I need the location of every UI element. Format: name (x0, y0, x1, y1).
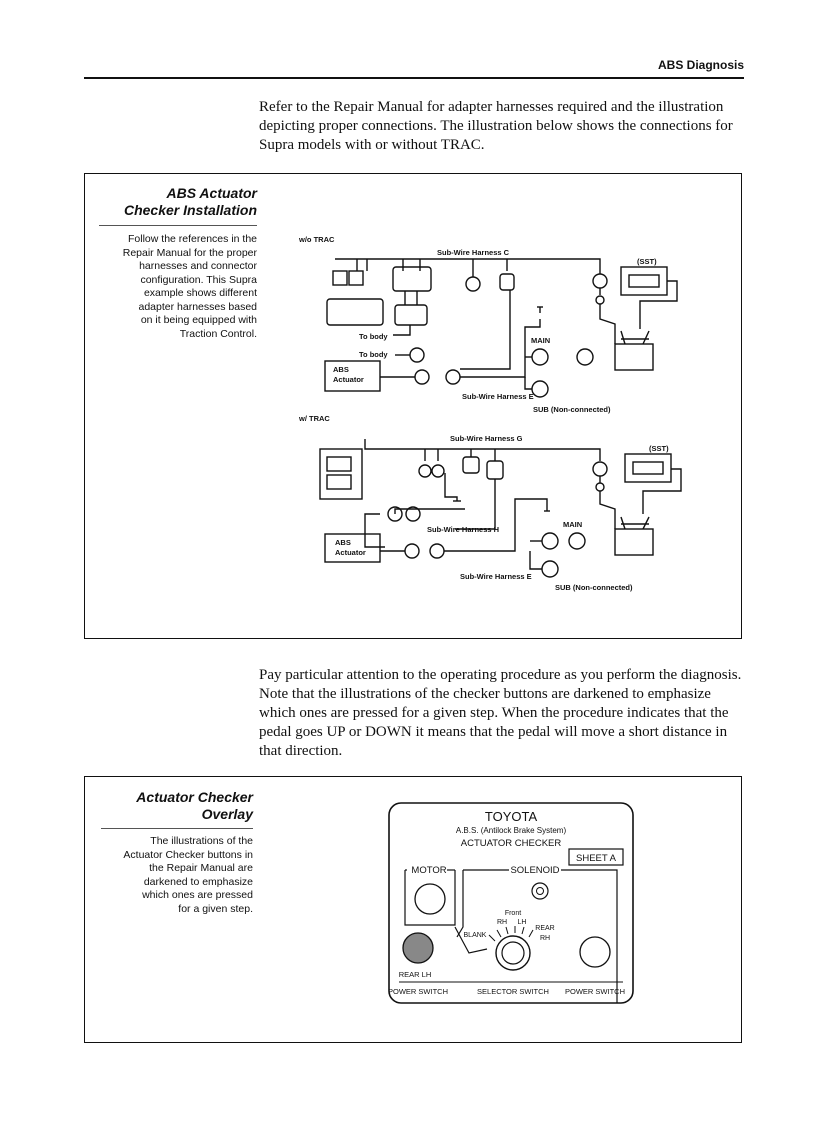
running-header: ABS Diagnosis (657, 58, 744, 72)
overlay-description: The illustrations of the Actuator Checke… (85, 835, 253, 916)
installation-title-line1: ABS Actuator (166, 185, 258, 201)
installation-description: Follow the references in the Repair Manu… (85, 233, 257, 341)
text-line: Traction Control. (179, 327, 257, 340)
selector-switch-inner (501, 941, 525, 965)
installation-title-line2: Checker Installation (123, 202, 257, 218)
selector-blank-label: BLANK (464, 932, 487, 939)
text-line: the Repair Manual are (149, 862, 253, 874)
motor-button[interactable] (414, 883, 446, 915)
label-abs-actuator-1-line2: Actuator (333, 375, 364, 384)
label-sub-wire-harness-g: Sub-Wire Harness G (450, 434, 523, 443)
text-line: Actuator Checker buttons in (123, 848, 253, 861)
label-abs-actuator-2-line2: Actuator (335, 548, 366, 557)
power-switch-left-label: POWER SWITCH (388, 987, 448, 996)
label-main-bottom: MAIN (563, 520, 582, 529)
selector-tick-marks (488, 926, 534, 942)
installation-title: ABS Actuator Checker Installation (85, 185, 257, 219)
selector-front-rh-label: RH (497, 919, 507, 926)
label-to-body-2: To body (359, 350, 388, 359)
label-main-top: MAIN (531, 336, 550, 345)
label-sub-wire-harness-h: Sub-Wire Harness H (427, 525, 499, 534)
text-line: on it being equipped with (140, 314, 257, 326)
text-line: The illustrations of the (150, 835, 253, 847)
intro-paragraph: Refer to the Repair Manual for adapter h… (259, 99, 733, 153)
selector-rear-rh-label: RH (540, 935, 550, 942)
label-without-trac: w/o TRAC (298, 235, 335, 244)
harness-connection-diagram: w/o TRAC Sub-Wire Harness C (SST) To bod… (298, 235, 682, 592)
label-sub-wire-harness-e-bottom: Sub-Wire Harness E (460, 572, 532, 581)
label-abs-actuator-1-line1: ABS (333, 365, 349, 374)
power-switch-right-button[interactable] (579, 936, 611, 968)
text-line: for a given step. (178, 902, 253, 915)
sheet-label: SHEET A (576, 853, 617, 864)
overlay-title-line2: Overlay (201, 806, 253, 822)
text-line: configuration. This Supra (140, 273, 257, 286)
text-line: adapter harnesses based (138, 300, 258, 313)
selector-front-label: Front (505, 910, 521, 917)
label-sst-bottom: (SST) (649, 444, 669, 453)
overlay-title: Actuator Checker Overlay (85, 789, 253, 823)
selector-rear-label: REAR (535, 925, 554, 932)
panel-title: ACTUATOR CHECKER (461, 838, 562, 849)
text-line: harnesses and connector (139, 260, 257, 272)
solenoid-indicator-center (536, 887, 544, 895)
actuator-checker-panel: TOYOTA A.B.S. (Antilock Brake System) AC… (388, 802, 634, 1004)
label-sst-top: (SST) (637, 257, 657, 266)
procedure-paragraph: Pay particular attention to the operatin… (259, 667, 742, 759)
panel-brand: TOYOTA (485, 809, 538, 824)
text-line: Follow the references in the (128, 233, 257, 245)
power-switch-rear-lh-button[interactable] (402, 932, 434, 964)
label-with-trac: w/ TRAC (298, 414, 330, 423)
selector-switch[interactable] (495, 935, 531, 971)
overlay-box: Actuator Checker Overlay The illustratio… (84, 776, 742, 1043)
selector-switch-label: SELECTOR SWITCH (477, 987, 549, 996)
solenoid-indicator (531, 882, 549, 900)
label-to-body-1: To body (359, 332, 388, 341)
selector-front-lh-label: LH (518, 919, 527, 926)
label-sub-wire-harness-e-top: Sub-Wire Harness E (462, 392, 534, 401)
label-sub-wire-harness-c: Sub-Wire Harness C (437, 248, 510, 257)
installation-title-rule (99, 225, 257, 226)
overlay-title-line1: Actuator Checker (136, 789, 253, 805)
label-abs-actuator-2-line1: ABS (335, 538, 351, 547)
label-sub-non-connected-bottom: SUB (Non-connected) (555, 583, 633, 592)
panel-subtitle: A.B.S. (Antilock Brake System) (456, 826, 567, 835)
power-switch-right-label: POWER SWITCH (565, 987, 625, 996)
text-line: which ones are pressed (142, 889, 253, 901)
installation-box: ABS Actuator Checker Installation Follow… (84, 173, 742, 639)
motor-label: MOTOR (411, 865, 446, 876)
header-rule (84, 77, 744, 79)
text-line: darkened to emphasize (143, 875, 253, 888)
overlay-title-rule (101, 828, 253, 829)
solenoid-label: SOLENOID (510, 865, 559, 876)
text-line: example shows different (143, 287, 257, 299)
label-sub-non-connected-top: SUB (Non-connected) (533, 405, 611, 414)
text-line: Repair Manual for the proper (122, 246, 257, 259)
sheet-label-box (568, 848, 624, 866)
rear-lh-label: REAR LH (399, 970, 432, 979)
